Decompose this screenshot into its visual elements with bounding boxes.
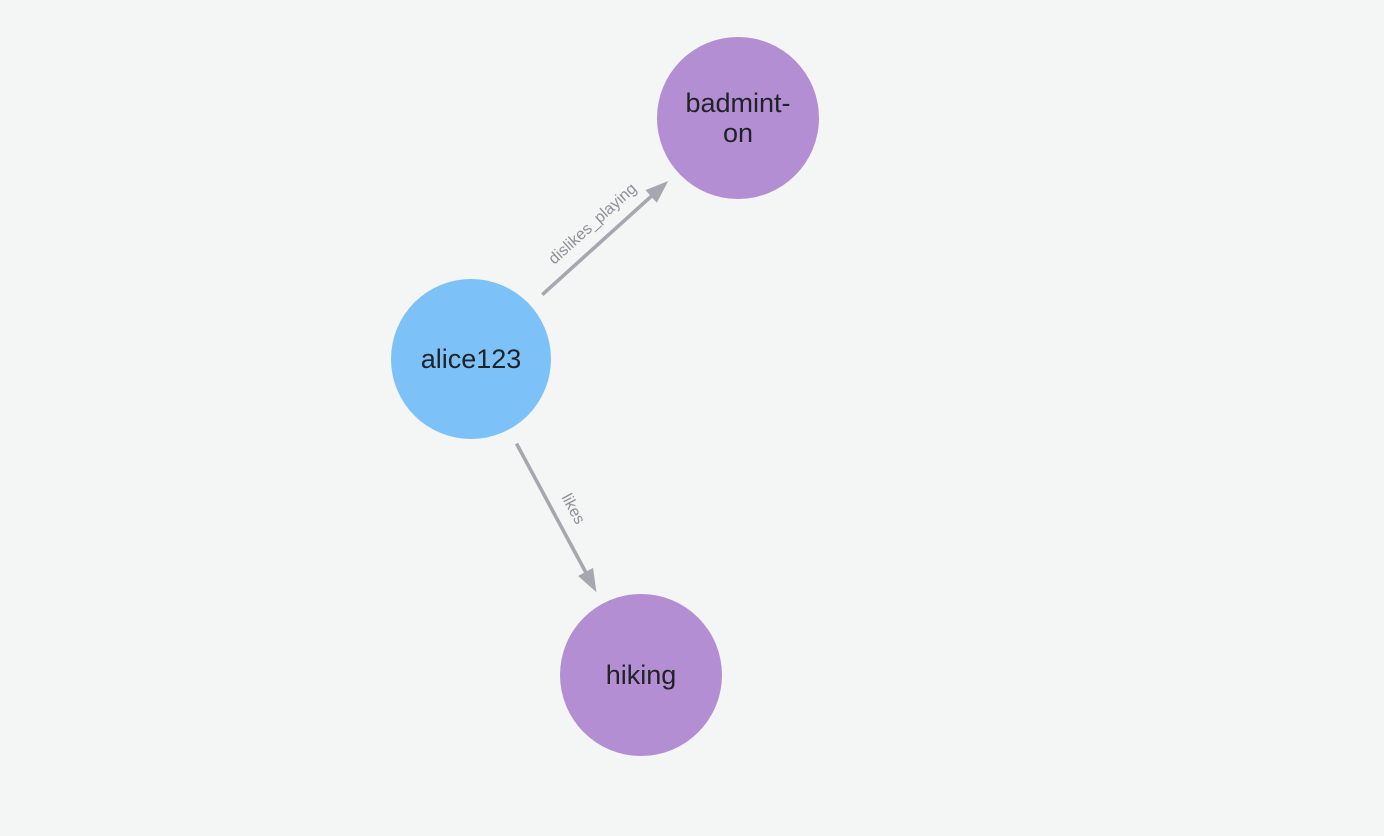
edge-arrowhead-icon <box>578 567 597 593</box>
edge-dislikes-playing[interactable]: dislikes_playing <box>541 180 669 297</box>
node-hiking[interactable]: hiking <box>560 594 722 756</box>
node-caption: alice123 <box>420 343 522 374</box>
edge-line[interactable] <box>541 191 657 297</box>
node-caption: badmint- on <box>685 87 791 148</box>
edge-label[interactable]: dislikes_playing <box>546 180 641 268</box>
node-caption: hiking <box>605 659 677 690</box>
edge-line[interactable] <box>514 442 590 578</box>
edge-label[interactable]: likes <box>558 491 588 527</box>
edge-arrowhead-icon <box>645 180 669 203</box>
node-badminton[interactable]: badmint- on <box>657 37 819 199</box>
node-alice123[interactable]: alice123 <box>391 279 551 439</box>
edge-likes[interactable]: likes <box>514 442 597 593</box>
